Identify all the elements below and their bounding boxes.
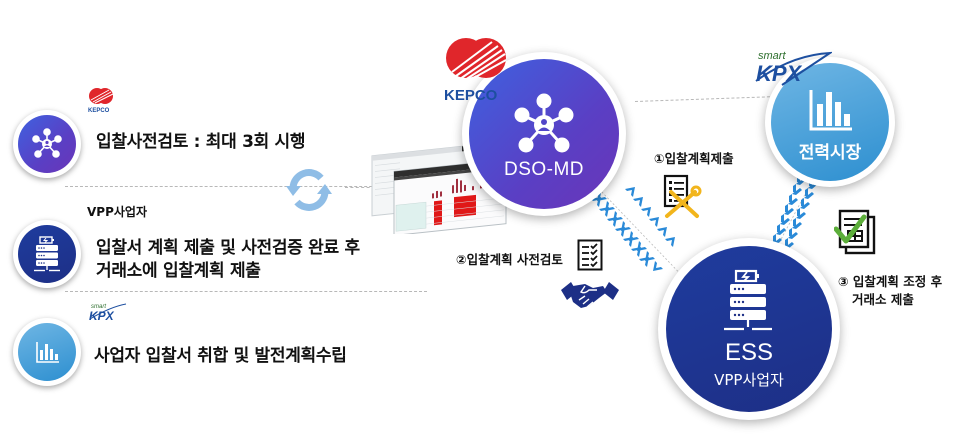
ess-vpp-node: ESS VPP사업자 [658, 238, 840, 420]
dso-md-label: DSO-MD [503, 159, 585, 180]
bar-chart-icon [809, 89, 852, 130]
flow-arrows-dso-to-ess [591, 185, 692, 286]
step2-label: ②입찰계획 사전검토 [456, 252, 563, 267]
step3-label-line2: 거래소 제출 [852, 292, 914, 307]
vpp-operator-label: VPP사업자 [87, 205, 147, 219]
checklist-wrench-icon [663, 174, 703, 220]
divider-1 [65, 186, 427, 187]
row1-text: 입찰사전검토 : 최대 3회 시행 [96, 132, 306, 152]
network-hub-icon [514, 93, 574, 153]
row2-text-line2: 거래소에 입찰계획 제출 [96, 261, 261, 281]
network-hub-icon [18, 115, 76, 173]
network-hub-icon-circle [13, 110, 81, 178]
market-software-screenshots [370, 142, 510, 237]
approved-document-icon [833, 207, 880, 257]
ess-server-icon [724, 269, 772, 330]
bar-chart-icon [18, 323, 76, 381]
ess-server-icon [18, 225, 76, 283]
power-market-node: 전력시장 [765, 57, 895, 187]
vpp-operator-label: VPP사업자 [714, 370, 784, 389]
step1-label: ①입찰계획제출 [654, 151, 734, 166]
row3-text: 사업자 입찰서 취합 및 발전계획수립 [94, 346, 347, 366]
checklist-icon [577, 239, 603, 271]
kepco-logo: KEPCO [440, 34, 520, 104]
step3-label-line1: ③ 입찰계획 조정 후 [838, 274, 943, 289]
power-market-label: 전력시장 [798, 142, 862, 163]
kpx-logo-small: smart KPX [88, 301, 128, 323]
svg-text:smart: smart [91, 304, 106, 310]
svg-text:KEPCO: KEPCO [88, 108, 110, 114]
connector-dash [345, 187, 375, 188]
divider-2 [65, 291, 427, 292]
kepco-logo-small: KEPCO [85, 86, 119, 114]
refresh-cycle-icon [283, 168, 335, 212]
handshake-icon [561, 278, 619, 312]
bar-chart-icon-circle [13, 318, 81, 386]
kpx-logo: smart KPX [752, 47, 834, 89]
ess-server-icon-circle [13, 220, 81, 288]
dso-market-link [634, 96, 770, 102]
dso-md-node: DSO-MD [462, 52, 626, 216]
ess-label: ESS [724, 338, 774, 366]
svg-text:smart: smart [758, 50, 786, 62]
svg-text:KPX: KPX [89, 309, 115, 323]
svg-text:KPX: KPX [756, 61, 803, 86]
svg-text:KEPCO: KEPCO [444, 87, 498, 102]
row2-text-line1: 입찰서 계획 제출 및 사전검증 완료 후 [96, 238, 360, 258]
